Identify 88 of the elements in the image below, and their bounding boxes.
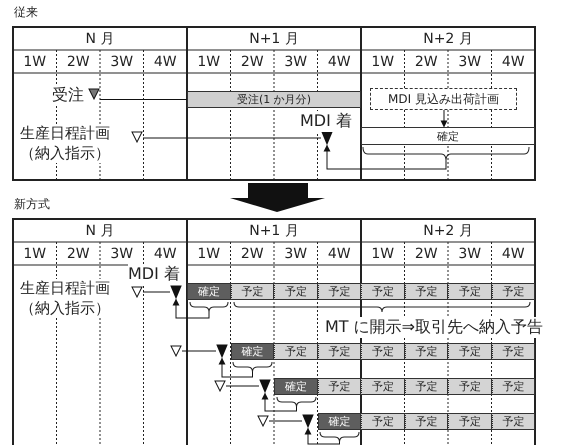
week-header: 4W [500, 53, 526, 71]
forecast-cell: 予定 [318, 283, 361, 300]
forecast-cell: 予定 [318, 378, 361, 395]
triangle-marker [131, 286, 143, 298]
week-header: 1W [22, 245, 48, 263]
confirmed-cell: 確定 [318, 413, 361, 430]
week-header: 4W [152, 245, 178, 263]
forecast-cell: 予定 [492, 343, 535, 360]
week-header: 1W [22, 53, 48, 71]
forecast-cell: 予定 [404, 283, 448, 300]
confirmed-cell: 確定 [187, 283, 230, 300]
curly-brace [233, 302, 531, 312]
month-header: N 月 [84, 30, 116, 48]
connector-line [100, 99, 188, 100]
week-header: 2W [414, 245, 439, 263]
month-header: N+2 月 [422, 30, 474, 48]
forecast-cell: 予定 [230, 283, 274, 300]
forecast-cell: 予定 [448, 283, 492, 300]
week-header: 1W [196, 53, 222, 71]
forecast-cell: 予定 [404, 378, 448, 395]
month-header: N+1 月 [248, 30, 300, 48]
arrow [440, 110, 448, 128]
week-header: 4W [152, 53, 178, 71]
confirmed-cell: 確定 [230, 343, 274, 360]
status-bar: 確定 [361, 127, 535, 145]
week-header: 3W [109, 245, 134, 263]
confirmed-cell: 確定 [274, 378, 318, 395]
triangle-marker [259, 379, 271, 393]
week-header: 3W [283, 245, 308, 263]
week-header: 3W [283, 53, 308, 71]
week-header: 1W [370, 245, 396, 263]
week-header: 2W [240, 245, 265, 263]
forecast-cell: 予定 [361, 283, 404, 300]
arrow [218, 358, 253, 378]
triangle-marker [302, 414, 314, 428]
plan-box: MDI 見込み出荷計画 [370, 88, 517, 110]
week-header: 4W [500, 245, 526, 263]
week-header: 3W [457, 245, 482, 263]
forecast-cell: 予定 [361, 413, 404, 430]
forecast-cell: 予定 [404, 413, 448, 430]
curly-brace [232, 362, 273, 372]
week-header: 4W [326, 245, 352, 263]
triangle-marker [214, 380, 226, 392]
month-header: N+2 月 [422, 222, 474, 240]
connector-line [182, 350, 216, 352]
week-header: 2W [240, 53, 265, 71]
triangle-marker [170, 285, 182, 299]
curly-brace [276, 397, 317, 407]
curly-brace [189, 302, 229, 312]
week-header: 2W [66, 245, 91, 263]
curly-brace [319, 432, 360, 442]
triangle-marker [88, 88, 100, 100]
curly-brace [362, 147, 530, 161]
forecast-cell: 予定 [492, 283, 535, 300]
forecast-cell: 予定 [404, 343, 448, 360]
week-header: 3W [457, 53, 482, 71]
connector-line [268, 420, 302, 422]
forecast-cell: 予定 [448, 378, 492, 395]
week-header: 3W [109, 53, 134, 71]
week-header: 2W [66, 53, 91, 71]
forecast-cell: 予定 [448, 343, 492, 360]
month-header: N 月 [84, 222, 116, 240]
forecast-cell: 予定 [361, 378, 404, 395]
order-bar: 受注(1 か月分) [187, 91, 361, 108]
triangle-marker [257, 415, 269, 427]
forecast-cell: 予定 [318, 343, 361, 360]
marker-label: 受注 [50, 85, 84, 106]
week-header: 4W [326, 53, 352, 71]
triangle-marker [131, 131, 143, 143]
section-title: 新方式 [14, 196, 50, 213]
arrow [304, 428, 340, 444]
arrow [172, 298, 210, 318]
forecast-cell: 予定 [448, 413, 492, 430]
triangle-marker [216, 344, 228, 358]
week-header: 1W [196, 245, 222, 263]
forecast-cell: 予定 [274, 343, 318, 360]
month-header: N+1 月 [248, 222, 300, 240]
triangle-marker [321, 131, 333, 145]
arrow [262, 392, 297, 412]
forecast-cell: 予定 [492, 378, 535, 395]
forecast-cell: 予定 [492, 413, 535, 430]
week-header: 2W [414, 53, 439, 71]
week-header: 1W [370, 53, 396, 71]
section-title: 従来 [14, 4, 38, 21]
arrow [324, 144, 446, 170]
forecast-cell: 予定 [274, 283, 318, 300]
forecast-cell: 予定 [361, 343, 404, 360]
triangle-marker [170, 345, 182, 357]
